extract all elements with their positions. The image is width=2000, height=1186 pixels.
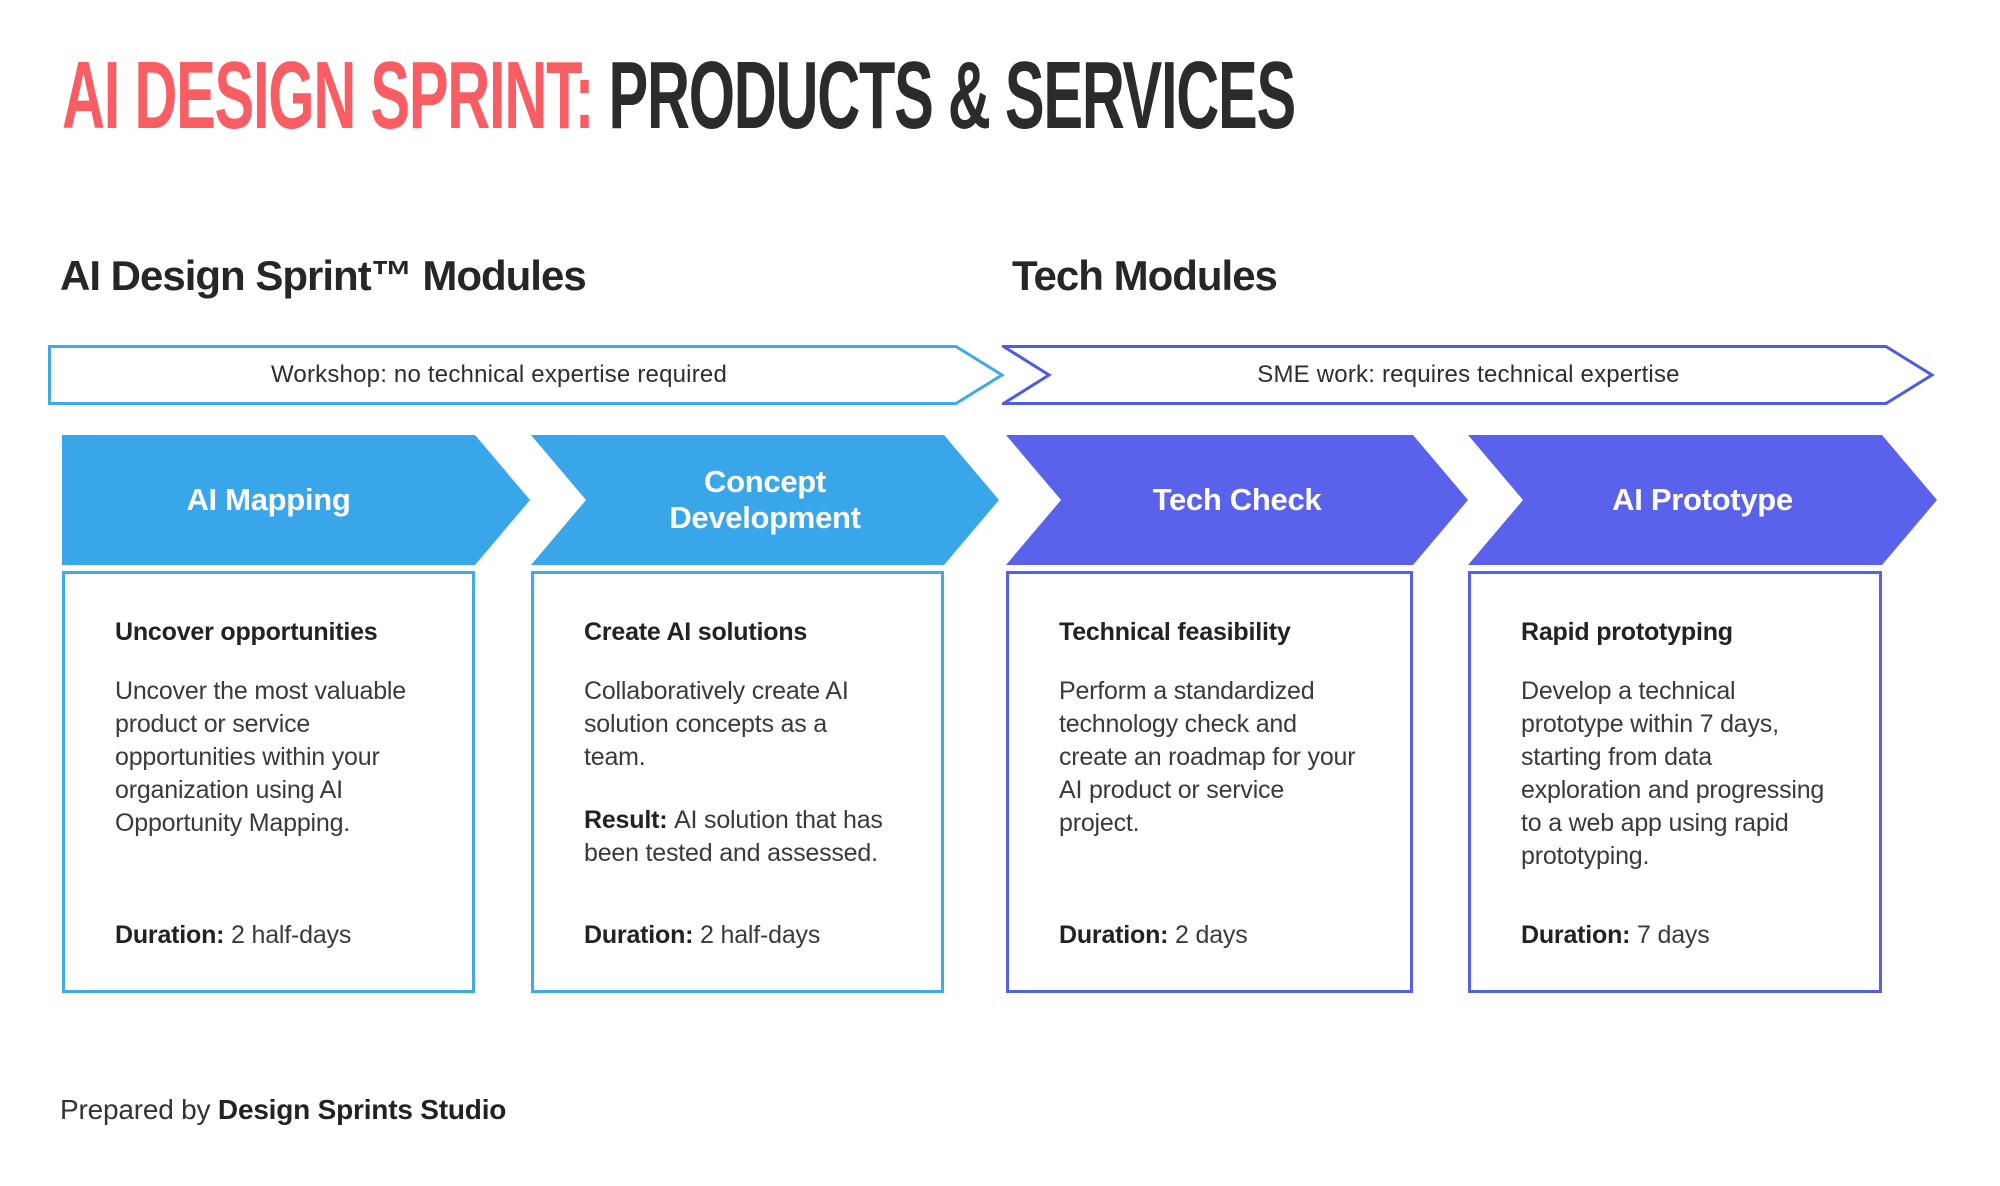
- arrow-ai-prototype-label: AI Prototype: [1612, 482, 1793, 518]
- module-body: Collaboratively create AI solution conce…: [584, 675, 891, 900]
- arrow-concept-development-label: Concept Development: [669, 464, 861, 535]
- banner-workshop-label: Workshop: no technical expertise require…: [271, 361, 727, 388]
- page-title-accent: AI DESIGN SPRINT:: [62, 42, 594, 149]
- module-heading: Uncover opportunities: [115, 618, 378, 646]
- module-paragraph: Develop a technical prototype within 7 d…: [1521, 677, 1825, 870]
- module-card-concept-development: Create AI solutions Collaboratively crea…: [531, 571, 944, 993]
- duration-label: Duration:: [584, 921, 694, 949]
- banner-sme-label: SME work: requires technical expertise: [1257, 361, 1680, 388]
- duration-label: Duration:: [115, 921, 225, 949]
- arrow-ai-prototype: AI Prototype: [1468, 435, 1937, 565]
- module-paragraph: Uncover the most valuable product or ser…: [115, 677, 406, 837]
- footer-credit: Prepared by Design Sprints Studio: [60, 1094, 506, 1126]
- arrow-tech-check-label: Tech Check: [1152, 482, 1322, 518]
- module-duration: Duration: 7 days: [1521, 921, 1829, 950]
- duration-value: 2 half-days: [224, 921, 352, 949]
- section-header-tech-modules: Tech Modules: [1012, 252, 1278, 299]
- duration-value: 2 days: [1168, 921, 1248, 949]
- module-duration: Duration: 2 days: [1059, 921, 1360, 950]
- footer-brand: Design Sprints Studio: [217, 1094, 507, 1125]
- duration-label: Duration:: [1521, 921, 1631, 949]
- module-paragraph: Result: AI solution that has been tested…: [584, 806, 883, 867]
- module-heading: Technical feasibility: [1059, 618, 1291, 646]
- banner-sme-ribbon-shape: [1002, 345, 1935, 405]
- footer-prefix: Prepared by: [60, 1094, 218, 1125]
- module-body: Uncover the most valuable product or ser…: [115, 675, 422, 870]
- banner-workshop: Workshop: no technical expertise require…: [48, 345, 1005, 405]
- duration-value: 7 days: [1630, 921, 1710, 949]
- arrow-ai-mapping-label: AI Mapping: [186, 482, 351, 518]
- module-body: Develop a technical prototype within 7 d…: [1521, 675, 1829, 903]
- module-heading: Create AI solutions: [584, 618, 808, 646]
- banner-sme: SME work: requires technical expertise: [1002, 345, 1935, 405]
- banner-workshop-ribbon-shape: [48, 345, 1005, 405]
- module-heading: Rapid prototyping: [1521, 618, 1733, 646]
- module-card-tech-check: Technical feasibility Perform a standard…: [1006, 571, 1413, 993]
- module-paragraph: Collaboratively create AI solution conce…: [584, 677, 849, 771]
- arrow-ai-mapping: AI Mapping: [62, 435, 530, 565]
- arrow-tech-check: Tech Check: [1006, 435, 1468, 565]
- module-card-ai-prototype: Rapid prototyping Develop a technical pr…: [1468, 571, 1882, 993]
- arrow-concept-development: Concept Development: [531, 435, 999, 565]
- module-duration: Duration: 2 half-days: [584, 921, 891, 950]
- module-duration: Duration: 2 half-days: [115, 921, 422, 950]
- module-card-ai-mapping: Uncover opportunities Uncover the most v…: [62, 571, 475, 993]
- section-header-design-sprint-modules: AI Design Sprint™ Modules: [60, 252, 587, 299]
- module-paragraph: Perform a standardized technology check …: [1059, 677, 1356, 837]
- page-title-rest: PRODUCTS & SERVICES: [593, 42, 1296, 149]
- duration-value: 2 half-days: [693, 921, 821, 949]
- module-body: Perform a standardized technology check …: [1059, 675, 1360, 870]
- page-title: AI DESIGN SPRINT: PRODUCTS & SERVICES: [62, 48, 1296, 144]
- duration-label: Duration:: [1059, 921, 1169, 949]
